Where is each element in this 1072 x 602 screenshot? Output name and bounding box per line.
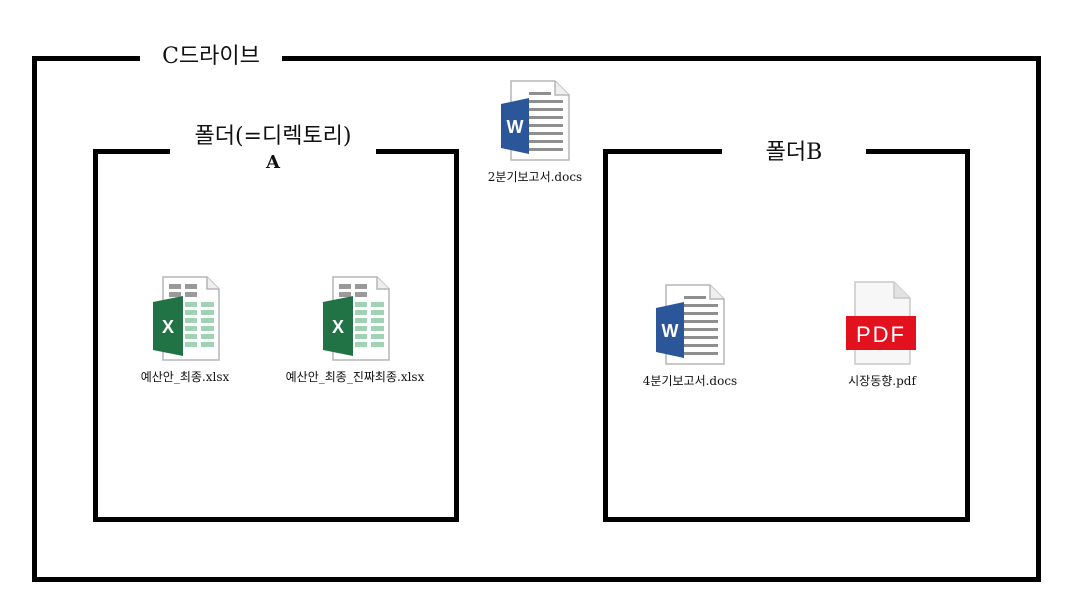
c-drive-title: C드라이브 (140, 44, 282, 71)
folder-b-title: 폴더B (722, 140, 866, 167)
file-label-report-q4: 4분기보고서.docs (642, 374, 738, 388)
pdf-icon-label: PDF (856, 322, 906, 347)
file-label-budget-final: 예산안_최종.xlsx (140, 370, 230, 384)
c-drive-box (32, 56, 1041, 582)
file-market-trend[interactable]: PDF 시장동향.pdf (822, 280, 942, 389)
file-label-report-q2: 2분기보고서.docs (487, 170, 583, 184)
word-icon: W (656, 284, 725, 365)
file-label-market-trend: 시장동향.pdf (848, 374, 916, 388)
word-icon: W (501, 80, 570, 161)
excel-icon-letter: X (162, 317, 174, 337)
file-budget-real-final[interactable]: X 예산안_최종_진짜최종.xlsx (270, 276, 440, 385)
folder-a-title-line1: 폴더(=디렉토리) (194, 124, 352, 149)
word-icon-letter: W (662, 321, 679, 341)
excel-icon-letter: X (332, 317, 344, 337)
pdf-icon: PDF (846, 281, 916, 365)
file-report-q2[interactable]: W 2분기보고서.docs (470, 80, 600, 185)
word-icon-letter: W (507, 117, 524, 137)
folder-a-title-line2: A (266, 152, 280, 174)
folder-a-title: 폴더(=디렉토리) A (170, 124, 376, 174)
excel-icon: X (323, 276, 390, 361)
excel-icon: X (153, 276, 220, 361)
file-budget-final[interactable]: X 예산안_최종.xlsx (115, 276, 255, 385)
file-label-budget-real-final: 예산안_최종_진짜최종.xlsx (285, 370, 425, 384)
file-report-q4[interactable]: W 4분기보고서.docs (625, 284, 755, 389)
